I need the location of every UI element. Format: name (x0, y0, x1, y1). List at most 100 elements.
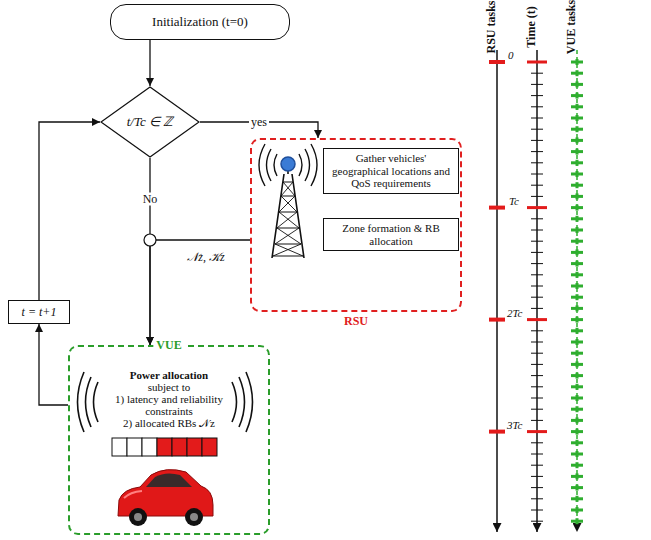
time-tick (531, 218, 543, 219)
decision-diamond: t/Tc ∈ ℤ (100, 86, 200, 158)
vue-tick (576, 417, 579, 423)
node-text: t = t+1 (22, 305, 57, 320)
time-tick (531, 353, 543, 354)
vue-tick (576, 216, 579, 222)
time-tick (531, 73, 543, 74)
time-tick (531, 521, 543, 522)
time-tick (527, 318, 547, 321)
vue-tick (576, 160, 579, 166)
time-tick (531, 263, 543, 264)
radio-waves (78, 372, 253, 432)
vue-tick (576, 115, 579, 121)
vue-tick (576, 518, 579, 524)
time-tick (531, 95, 543, 96)
time-tick (531, 498, 543, 499)
time-tick (531, 330, 543, 331)
edge-label: 𝒩z, 𝒦z (185, 251, 226, 264)
axis-title: RSU tasks (485, 0, 498, 53)
time-tick (531, 476, 543, 477)
region-heading: RSU (252, 314, 460, 329)
time-tick (531, 162, 543, 163)
time-mark: 2Tc (507, 307, 523, 320)
time-tick (531, 140, 543, 141)
time-tick (531, 386, 543, 387)
time-tick (531, 106, 543, 107)
time-tick (531, 84, 543, 85)
node-text: t/Tc ∈ ℤ (127, 114, 174, 130)
flow-arrow (39, 324, 68, 405)
vue-tick (576, 261, 579, 267)
vue-tick (576, 384, 579, 390)
time-tick (531, 241, 543, 242)
time-tick (531, 230, 543, 231)
body-text: subject to (103, 381, 235, 393)
vue-tick (576, 205, 579, 211)
time-tick (531, 364, 543, 365)
vue-tick (576, 305, 579, 311)
block-title: Power allocation (103, 369, 235, 381)
start-box: Initialization (t=0) (110, 4, 290, 40)
time-tick (531, 286, 543, 287)
time-tick (527, 430, 547, 433)
vue-tick (576, 429, 579, 435)
time-tick (531, 442, 543, 443)
vue-tick (576, 249, 579, 255)
vue-tick (576, 496, 579, 502)
time-tick (531, 185, 543, 186)
time-tick (531, 297, 543, 298)
vue-tick (576, 395, 579, 401)
vue-tick (576, 93, 579, 99)
tower-icon (259, 144, 317, 258)
time-tick (531, 118, 543, 119)
vue-tick (576, 272, 579, 278)
vue-region: VUEPower allocationsubject to1) latency … (68, 345, 270, 535)
resource-block-bar (112, 438, 217, 456)
vue-tick (576, 473, 579, 479)
time-mark: 0 (508, 49, 514, 62)
rsu-tick (489, 318, 505, 322)
time-tick (531, 196, 543, 197)
vue-tick (576, 126, 579, 132)
vue-tick (576, 350, 579, 356)
time-tick (531, 487, 543, 488)
vue-tick (576, 451, 579, 457)
junction-circle (144, 234, 156, 246)
axis-title: Time (t) (525, 6, 538, 47)
time-tick (531, 174, 543, 175)
vue-tick (576, 440, 579, 446)
time-tick (531, 454, 543, 455)
vue-tick (576, 81, 579, 87)
flow-arrow (150, 240, 250, 345)
flow-arrow (39, 122, 100, 300)
vue-tick (576, 70, 579, 76)
body-text: 1) latency and reliability constraints (103, 393, 235, 417)
vue-tick (576, 294, 579, 300)
time-tick (531, 510, 543, 511)
process-box: t = t+1 (8, 300, 70, 324)
vue-tick (576, 462, 579, 468)
time-tick (527, 61, 547, 64)
time-tick (527, 206, 547, 209)
edge-label: yes (249, 116, 269, 129)
vue-tick (576, 193, 579, 199)
time-tick (531, 398, 543, 399)
vue-tick (576, 227, 579, 233)
vue-tick (576, 485, 579, 491)
vue-tick (576, 104, 579, 110)
time-tick (531, 129, 543, 130)
vue-tick (576, 406, 579, 412)
rsu-tick (489, 430, 505, 434)
rsu-tick (489, 206, 505, 210)
time-mark: 3Tc (507, 419, 523, 432)
vue-tick (576, 283, 579, 289)
text-block: Power allocationsubject to1) latency and… (103, 369, 235, 429)
vue-tick (576, 361, 579, 367)
flow-arrow (149, 40, 150, 86)
timeline-axes (497, 50, 577, 532)
car-icon (118, 470, 213, 526)
process-box: Gather vehicles' geographical locations … (323, 148, 459, 194)
vue-tick (576, 238, 579, 244)
